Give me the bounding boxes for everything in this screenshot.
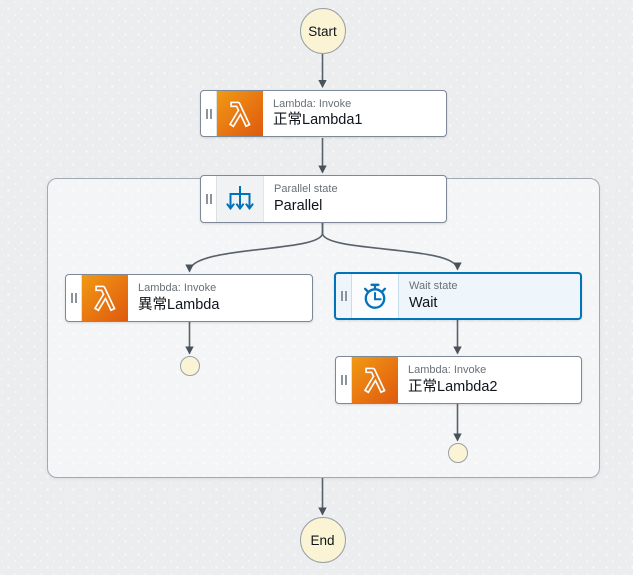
drag-handle[interactable] xyxy=(201,176,217,222)
start-node: Start xyxy=(299,8,346,54)
lambda-icon xyxy=(82,275,128,321)
end-label: End xyxy=(310,532,335,548)
state-node-lambda1[interactable]: Lambda: Invoke 正常Lambda1 xyxy=(200,90,447,137)
drag-handle[interactable] xyxy=(336,357,352,403)
lambda-icon xyxy=(217,91,263,136)
branch-terminal-dot-left xyxy=(179,356,200,376)
state-type-label: Lambda: Invoke xyxy=(138,282,217,295)
parallel-icon xyxy=(217,176,264,222)
end-node: End xyxy=(299,517,346,563)
state-node-lambda2[interactable]: Lambda: Invoke 正常Lambda2 xyxy=(335,356,582,404)
drag-handle[interactable] xyxy=(201,91,217,136)
state-name: 正常Lambda2 xyxy=(408,378,498,395)
drag-handle[interactable] xyxy=(66,275,82,321)
state-type-label: Lambda: Invoke xyxy=(408,364,487,377)
state-node-lambda-error[interactable]: Lambda: Invoke 異常Lambda xyxy=(65,274,313,322)
state-name: 正常Lambda1 xyxy=(273,112,363,129)
state-name: Wait xyxy=(409,294,438,311)
state-node-parallel[interactable]: Parallel state Parallel xyxy=(200,175,447,223)
state-type-label: Lambda: Invoke xyxy=(273,97,352,110)
parallel-branch-container xyxy=(47,178,600,478)
drag-handle[interactable] xyxy=(336,274,352,318)
state-name: 異常Lambda xyxy=(138,296,220,313)
state-type-label: Wait state xyxy=(409,280,458,293)
state-type-label: Parallel state xyxy=(274,183,338,196)
wait-icon xyxy=(352,274,399,318)
branch-terminal-dot-right xyxy=(447,443,468,463)
start-label: Start xyxy=(308,23,337,39)
state-name: Parallel xyxy=(274,197,323,214)
state-node-wait[interactable]: Wait state Wait xyxy=(334,272,582,320)
lambda-icon xyxy=(352,357,398,403)
